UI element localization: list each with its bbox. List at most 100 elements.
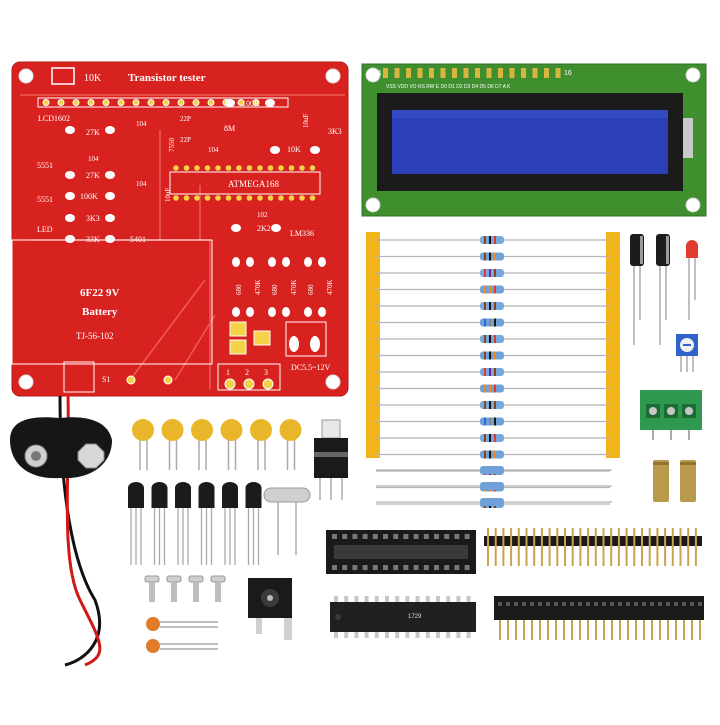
pad	[304, 307, 312, 317]
ceramic-capacitor	[161, 419, 184, 441]
header-hole	[538, 602, 542, 606]
tape-right	[606, 232, 620, 458]
pad	[117, 99, 125, 106]
pad	[268, 307, 276, 317]
resistor-band	[494, 285, 496, 294]
lcd-pin-1: 1	[378, 70, 382, 77]
resistor-body	[480, 450, 504, 459]
resistor-band	[494, 450, 496, 459]
resistor-band	[494, 351, 496, 360]
socket-hole	[352, 565, 358, 570]
resistor-body	[480, 368, 504, 376]
label-r10: 680	[235, 284, 243, 295]
label-r1: 27K	[86, 128, 100, 137]
ceramic-capacitor	[250, 419, 272, 441]
transistors	[128, 482, 262, 565]
resistor-band	[489, 269, 491, 277]
lcd-pin	[429, 68, 434, 78]
resistor-band	[494, 417, 496, 426]
socket-hole	[362, 565, 368, 570]
lcd-pin	[532, 68, 538, 78]
header-hole	[498, 602, 502, 606]
female-header	[494, 596, 704, 620]
pin-headers	[484, 528, 704, 640]
pad	[215, 165, 221, 171]
pin-3: 3	[264, 368, 268, 377]
battery-snap-connector	[10, 395, 112, 667]
resistor-body	[480, 302, 504, 310]
socket-hole	[403, 565, 409, 570]
lcd-pin	[440, 68, 446, 78]
pad	[105, 214, 115, 222]
lcd-pin	[544, 68, 549, 78]
chip-pin	[466, 596, 471, 602]
ceramic-capacitor	[220, 419, 243, 441]
socket-hole	[383, 534, 388, 539]
resistor-band	[489, 302, 491, 310]
label-q3: 5551	[37, 195, 53, 204]
lcd-footprint-label: LCD1602	[38, 114, 70, 123]
socket-hole	[393, 534, 399, 539]
label-cap1: 10uF	[164, 188, 172, 203]
ceramic-capacitors	[132, 419, 302, 470]
pad	[183, 165, 190, 171]
pad	[236, 195, 242, 201]
chip-pin	[344, 596, 349, 602]
socket-hole	[342, 534, 348, 539]
socket-hole	[403, 534, 409, 539]
pad	[309, 165, 316, 171]
pad	[194, 165, 200, 171]
resistor-band	[484, 252, 486, 261]
lcd-pin	[463, 68, 469, 78]
label-crystal: 8M	[224, 124, 235, 133]
transistor	[222, 482, 238, 508]
socket-hole	[434, 565, 439, 570]
resistor-band	[494, 302, 496, 310]
label-r8: 33K	[86, 235, 100, 244]
lcd-pin-labels: VSS VDD VO RS RW E D0 D1 D2 D3 D4 D5 D6 …	[386, 84, 511, 90]
lcd-pin	[452, 68, 457, 78]
screw-head	[166, 575, 182, 583]
label-c4: 104	[208, 146, 219, 154]
chip-pin	[374, 596, 379, 602]
header-hole	[698, 602, 702, 606]
pad	[232, 257, 240, 267]
header-hole	[634, 602, 638, 606]
atmega-chip: 1729	[330, 596, 476, 638]
mounting-screws	[144, 575, 226, 602]
chip-pin	[334, 596, 338, 602]
pad	[257, 165, 263, 171]
chip-pin	[415, 632, 420, 638]
socket-hole	[454, 534, 460, 539]
socket-hole	[444, 534, 450, 539]
resistor-body	[480, 269, 504, 277]
socket-hole	[423, 565, 429, 570]
socket-hole	[362, 534, 368, 539]
lcd-pin	[417, 68, 423, 78]
chip-pin	[456, 632, 461, 638]
resistor-body	[480, 285, 504, 294]
resistor-body	[480, 401, 504, 409]
battery-type: 6F22 9V	[80, 287, 119, 299]
header-hole	[578, 602, 582, 606]
potentiometer-footprint	[51, 67, 75, 85]
header-hole	[586, 602, 590, 606]
chip-pin	[395, 632, 400, 638]
chip-pin	[456, 596, 461, 602]
component-labels: 27K 104 22P 8M 100R 10K 22P 104 104 3K3 …	[37, 99, 342, 295]
lcd-pin-16: 16	[564, 70, 572, 77]
resistor-pads	[65, 99, 326, 317]
chip-pin	[405, 632, 410, 638]
pad	[231, 224, 241, 232]
resistor-band	[489, 351, 491, 360]
label-cap3: 10uF	[302, 114, 310, 129]
chip-pin	[405, 596, 410, 602]
resistor-band	[494, 318, 496, 327]
pad	[132, 99, 140, 106]
pad	[225, 195, 232, 201]
transistor	[198, 482, 215, 508]
resistor-band	[484, 302, 486, 310]
pad	[225, 165, 232, 171]
header-hole	[658, 602, 662, 606]
switch-label: S1	[102, 375, 110, 384]
